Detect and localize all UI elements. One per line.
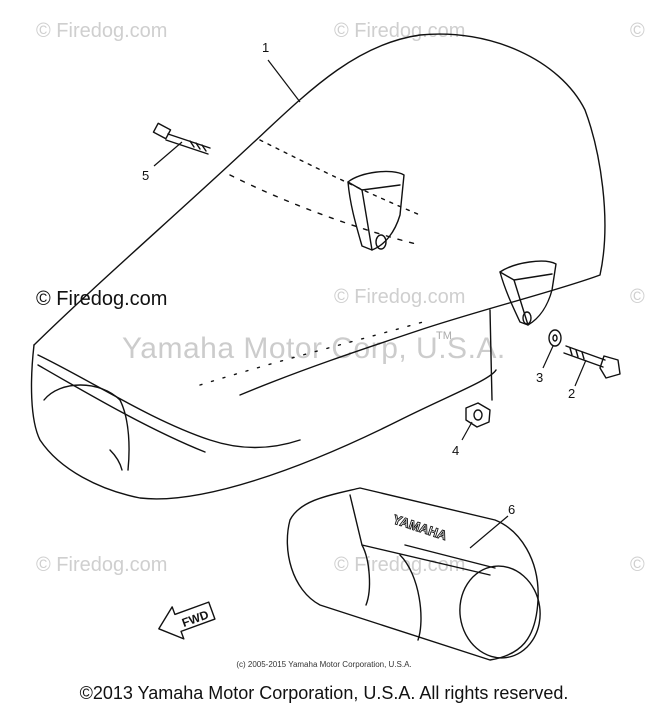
leader-line-6 [469,515,509,549]
nut-part-4 [465,402,491,428]
seat-side-outline [30,344,497,500]
leader-line-5 [153,141,183,167]
callout-3: 3 [536,370,543,385]
leader-line-3 [542,345,554,369]
seat-piping-line [37,364,206,453]
watermark-firedog-strong: © Firedog.com [36,288,168,310]
tool-bag-emblem: YAMAHA [391,512,449,544]
trademark-mark: TM [436,330,452,342]
watermark-firedog: © Firedog.com [334,286,466,308]
bolt-part-2 [563,345,621,379]
bolt-part-5 [152,122,211,155]
seat-piping-line [37,354,301,449]
seat-crease [199,319,431,386]
callout-2: 2 [568,386,575,401]
watermark-firedog-edge: © [630,20,645,42]
seat-top-outline [33,33,606,396]
callout-5: 5 [142,168,149,183]
forward-arrow-icon: FWD [158,601,216,640]
watermark-firedog: © Firedog.com [36,20,168,42]
image-copyright: (c) 2005-2015 Yamaha Motor Corporation, … [236,660,412,669]
watermark-yamaha: Yamaha Motor Corp, U.S.A. [122,332,506,365]
seat-crease [229,174,421,246]
seat-cutout [43,384,130,471]
callout-1: 1 [262,40,269,55]
tool-bag-part-6 [286,487,541,661]
washer-part-3 [548,329,562,347]
callout-4: 4 [452,443,459,458]
hinge-bracket-front [347,170,405,251]
watermark-firedog: © Firedog.com [36,554,168,576]
seat-crease [259,139,421,216]
seat-assembly [30,33,606,500]
callout-6: 6 [508,502,515,517]
footer-copyright: ©2013 Yamaha Motor Corporation, U.S.A. A… [79,683,569,703]
leader-line-2 [574,359,587,387]
watermark-firedog: © Firedog.com [334,20,466,42]
leader-line-1 [267,59,301,103]
seat-cutout-inner [109,449,123,471]
watermark-firedog-edge: © [630,554,645,576]
watermark-firedog-edge: © [630,286,645,308]
seat-edge-line [489,309,493,401]
leader-line-4 [461,421,473,441]
hinge-bracket-rear [499,260,557,326]
